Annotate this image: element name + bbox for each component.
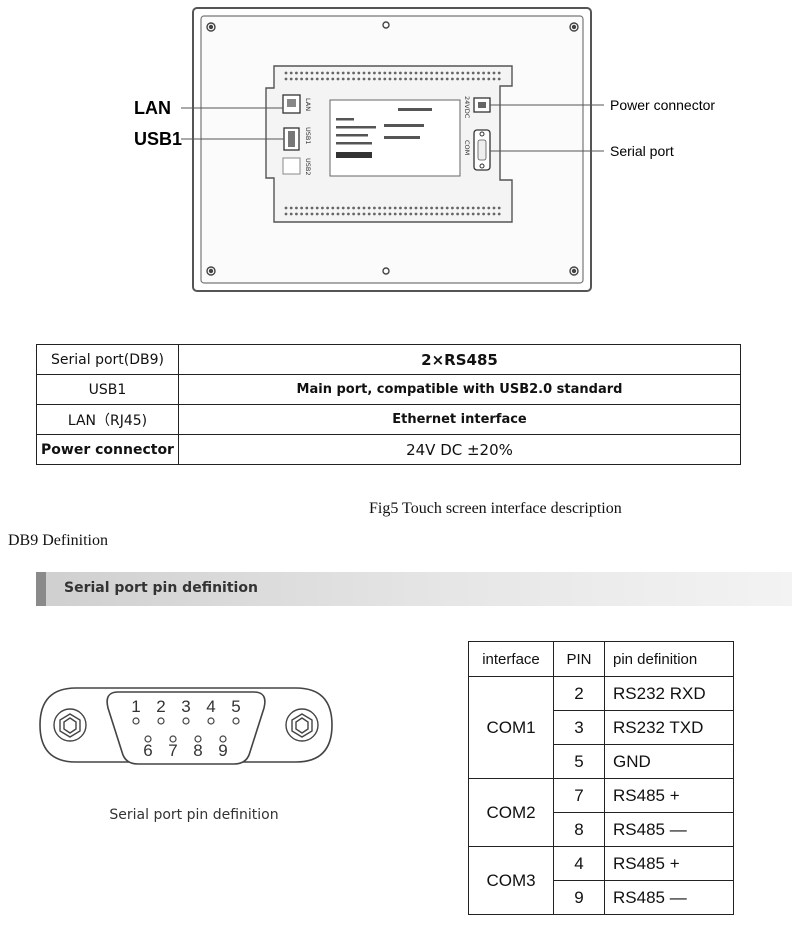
interface-name-cell: Power connector — [36, 434, 179, 465]
port-label-usb2: USB2 — [304, 158, 312, 175]
table-row: COM1 2 RS232 RXD — [468, 676, 734, 779]
table-row: COM2 7 RS485 + — [468, 778, 734, 847]
db9-pin-number: 5 — [231, 697, 240, 716]
db9-pin-hole-icon — [182, 717, 190, 725]
db9-pin-hole-icon — [169, 735, 177, 743]
table-row: Serial port(DB9) 2×RS485 — [36, 344, 741, 375]
callout-lan: LAN — [134, 98, 171, 118]
db9-pin-number: 9 — [218, 741, 227, 760]
db9-mounting-screw-right-icon — [285, 708, 319, 742]
pin-def-cell: RS485 + — [604, 846, 734, 881]
interface-name-cell: LAN（RJ45) — [36, 404, 179, 435]
interface-cell-com2: COM2 — [468, 778, 554, 847]
header-pin: PIN — [553, 641, 605, 677]
interface-desc-cell: 24V DC ±20% — [178, 434, 741, 465]
pin-definition-table: interface PIN pin definition COM1 2 RS23… — [468, 641, 734, 915]
interface-name-cell: Serial port(DB9) — [36, 344, 179, 375]
pin-def-cell: RS232 RXD — [604, 676, 734, 711]
callout-serial-port: Serial port — [610, 143, 674, 159]
port-label-24vdc: 24VDC — [463, 96, 471, 119]
db9-mounting-screw-left-icon — [53, 708, 87, 742]
connector-caption: Serial port pin definition — [109, 807, 279, 823]
db9-pin-hole-icon — [232, 717, 240, 725]
pin-def-cell: RS485 + — [604, 778, 734, 813]
usb1-port-inner — [288, 131, 295, 147]
vent-holes-bottom — [284, 206, 501, 216]
db9-pin-number: 2 — [156, 697, 165, 716]
db9-heading: DB9 Definition — [8, 532, 108, 549]
pin-cell: 8 — [553, 812, 605, 847]
interface-cell-com1: COM1 — [468, 676, 554, 779]
pin-cell: 2 — [553, 676, 605, 711]
pin-cell: 4 — [553, 846, 605, 881]
pin-def-cell: RS485 — — [604, 880, 734, 915]
interface-desc-cell: Main port, compatible with USB2.0 standa… — [178, 374, 741, 405]
db9-pin-number: 3 — [181, 697, 190, 716]
table-row: 9 RS485 — — [469, 880, 734, 915]
corner-screw-icons — [206, 21, 579, 276]
header-pin-definition: pin definition — [604, 641, 734, 677]
section-header-marker — [36, 572, 46, 606]
db9-pin-number: 1 — [131, 697, 140, 716]
interface-name-cell: USB1 — [36, 374, 179, 405]
db9-pin-hole-icon — [157, 717, 165, 725]
port-label-lan: LAN — [304, 98, 312, 111]
section-header-title: Serial port pin definition — [64, 580, 258, 596]
interface-desc-text: 24V DC ±20% — [406, 440, 513, 459]
table-row: Power connector 24V DC ±20% — [36, 434, 741, 465]
pin-def-cell: GND — [604, 744, 734, 779]
pin-cell: 5 — [553, 744, 605, 779]
callout-usb1: USB1 — [134, 129, 182, 149]
pin-def-cell: RS485 — — [604, 812, 734, 847]
section-header-bar: Serial port pin definition — [36, 572, 792, 606]
db9-pin-hole-icon — [219, 735, 227, 743]
table-row: LAN（RJ45) Ethernet interface — [36, 404, 741, 435]
table-row: USB1 Main port, compatible with USB2.0 s… — [36, 374, 741, 405]
table-header-row: interface PIN pin definition — [468, 641, 734, 677]
port-label-usb1: USB1 — [304, 127, 312, 144]
pin-def-cell: RS232 TXD — [604, 710, 734, 745]
port-label-com: COM — [463, 140, 471, 155]
interface-desc-cell: Ethernet interface — [178, 404, 741, 435]
interface-desc-text: 2×RS485 — [421, 350, 498, 369]
figure-caption: Fig5 Touch screen interface description — [369, 500, 622, 517]
db9-pin-hole-icon — [194, 735, 202, 743]
db9-pin-hole-icon — [207, 717, 215, 725]
pin-cell: 9 — [553, 880, 605, 915]
pin-cell: 7 — [553, 778, 605, 813]
device-rear-view-figure: LAN USB1 USB2 24VDC COM LAN USB1 Power c… — [134, 7, 715, 292]
power-connector-inner — [478, 102, 486, 108]
db9-pin-hole-icon — [144, 735, 152, 743]
pin-cell: 3 — [553, 710, 605, 745]
db9-pin-number: 8 — [193, 741, 202, 760]
product-label-lines — [336, 108, 432, 158]
interface-description-table: Serial port(DB9) 2×RS485 USB1 Main port,… — [36, 344, 741, 465]
db9-shell-outline — [106, 691, 266, 765]
db9-pin-number: 4 — [206, 697, 215, 716]
usb2-port-icon — [282, 157, 301, 175]
lan-port-inner — [287, 99, 296, 107]
table-row: COM3 4 RS485 + — [468, 846, 734, 915]
table-row: 5 GND — [469, 744, 734, 779]
callout-leader-lines — [181, 104, 604, 152]
vent-holes-top — [284, 71, 501, 81]
interface-desc-cell: 2×RS485 — [178, 344, 741, 375]
db9-pin-hole-icon — [132, 717, 140, 725]
callout-power-connector: Power connector — [610, 97, 715, 113]
interface-cell-com3: COM3 — [468, 846, 554, 915]
db9-pin-number: 7 — [168, 741, 177, 760]
table-row: 8 RS485 — — [469, 812, 734, 847]
db9-pin-number: 6 — [143, 741, 152, 760]
header-interface: interface — [468, 641, 554, 677]
